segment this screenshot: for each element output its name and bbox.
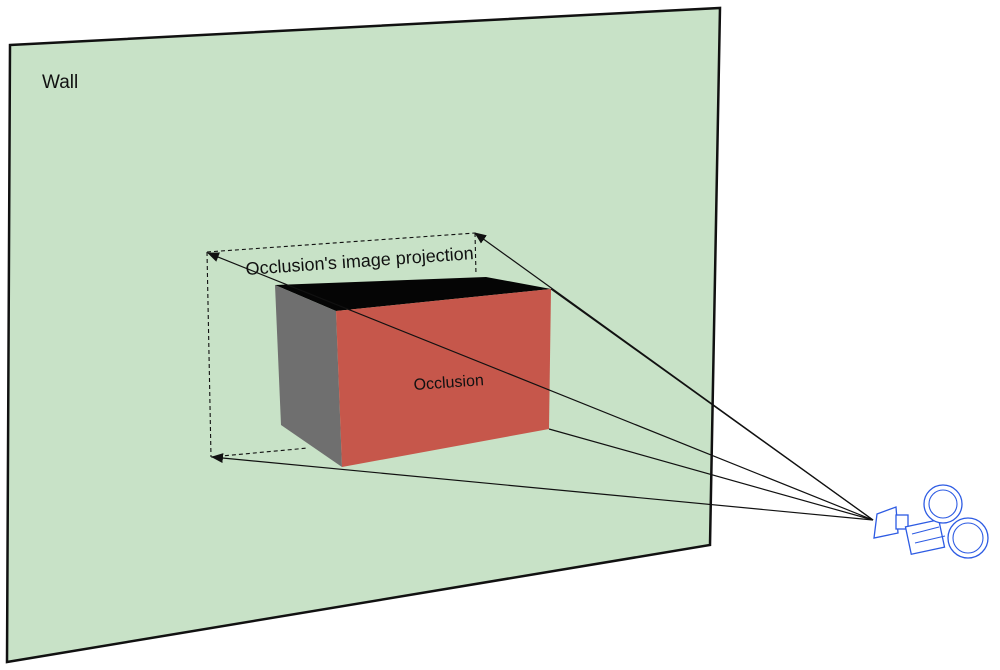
video-camera-icon [873, 484, 989, 559]
ray-box-bottom [548, 428, 874, 521]
occlusion-box-top [275, 277, 551, 311]
projection-rays [207, 232, 874, 521]
occlusion-box [275, 277, 551, 467]
wall-label: Wall [42, 72, 78, 93]
ray-box-top [550, 288, 874, 521]
ray-bottom-left [211, 453, 874, 521]
occlusion-box-front [336, 289, 551, 467]
occlusion-box-side [275, 285, 342, 467]
occlusion-label: Occlusion [413, 372, 484, 394]
ray-top-left [207, 252, 874, 521]
